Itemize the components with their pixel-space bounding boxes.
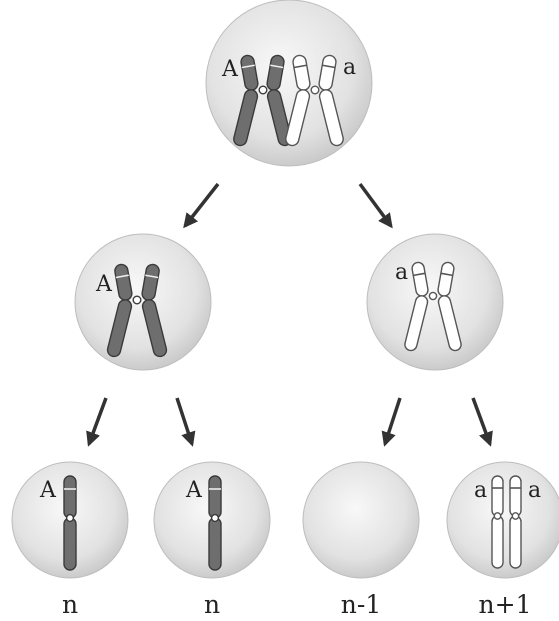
gene-label-A-gamete-1: A <box>39 478 57 503</box>
chromosome-icon <box>63 475 77 571</box>
secondary-cell-left <box>74 233 212 371</box>
ploidy-label-4: n+1 <box>479 590 532 619</box>
chromosome-icon <box>208 475 222 571</box>
ploidy-label-3: n-1 <box>341 590 381 619</box>
chromosome-icon <box>491 475 522 569</box>
gene-label-a-gamete-4-right: a <box>528 478 541 503</box>
ploidy-label-1: n <box>62 590 78 619</box>
gene-label-a-parent: a <box>343 55 356 80</box>
arrow-icon <box>358 182 393 229</box>
arrow-icon <box>381 397 402 447</box>
gene-label-a-gamete-4-left: a <box>474 478 487 503</box>
arrow-icon <box>175 397 196 447</box>
gene-label-A-parent: A <box>221 57 239 82</box>
gamete-cell-3 <box>302 461 420 579</box>
arrow-icon <box>183 182 220 229</box>
chromosome-icon <box>285 54 344 147</box>
gene-label-A-secondary: A <box>95 272 113 297</box>
chromosome-icon <box>233 54 292 147</box>
arrow-icon <box>86 397 108 447</box>
ploidy-label-2: n <box>204 590 220 619</box>
chromosome-icon <box>106 263 168 358</box>
gene-label-A-gamete-2: A <box>185 478 203 503</box>
arrow-icon <box>471 397 493 447</box>
secondary-cell-right <box>366 233 504 371</box>
gene-label-a-secondary: a <box>395 260 408 285</box>
chromosome-icon <box>404 261 462 352</box>
